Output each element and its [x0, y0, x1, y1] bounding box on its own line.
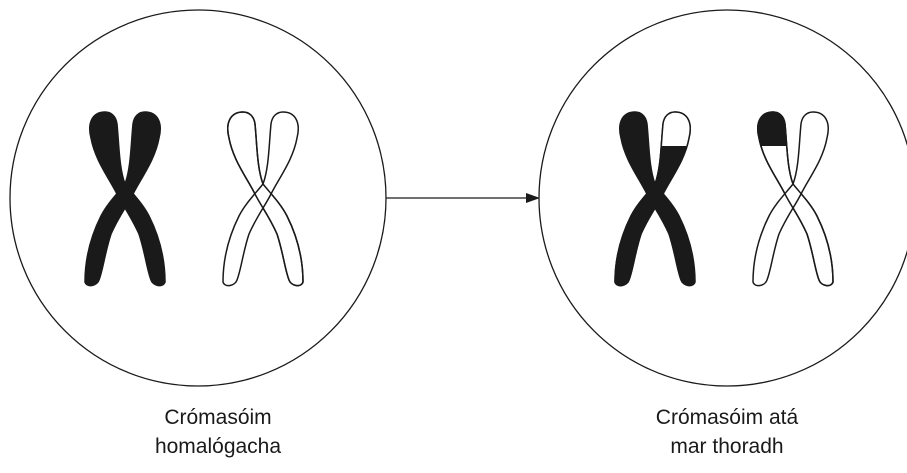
- process-arrow: [386, 193, 540, 203]
- arrow-head: [526, 193, 540, 203]
- caption-resulting-chromosomes: Crómasóim atá mar thoradh: [577, 403, 877, 461]
- caption-left-line-1: Crómasóim: [68, 403, 368, 432]
- right-cell: [539, 10, 907, 386]
- right-cell-circle: [539, 10, 907, 386]
- caption-left-line-2: homalógacha: [68, 432, 368, 461]
- caption-homologous-chromosomes: Crómasóim homalógacha: [68, 403, 368, 461]
- left-cell-circle: [10, 10, 386, 386]
- left-cell: [10, 10, 386, 386]
- caption-right-line-1: Crómasóim atá: [577, 403, 877, 432]
- caption-right-line-2: mar thoradh: [577, 432, 877, 461]
